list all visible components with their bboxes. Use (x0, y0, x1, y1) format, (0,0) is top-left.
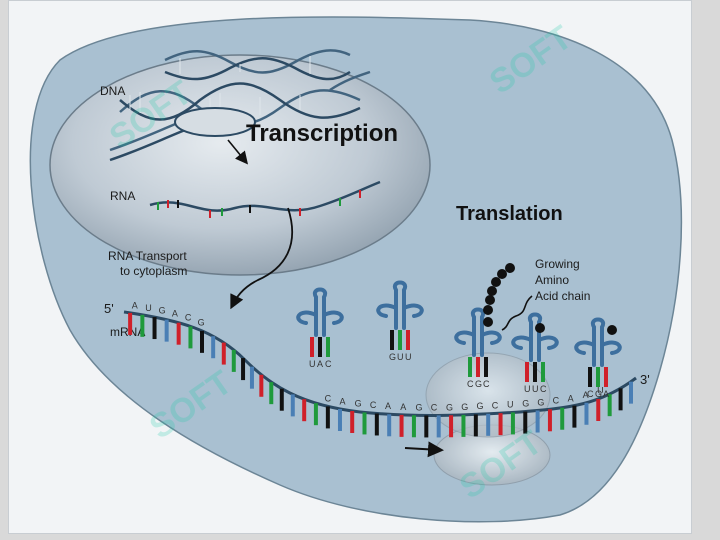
three-prime-label: 3' (640, 372, 650, 387)
mrna-base-letter: G (159, 305, 166, 315)
trna-anticodon-letter: G (389, 352, 396, 362)
mrna-base-letter: G (446, 402, 453, 412)
trna-anticodon-letter: U (397, 352, 404, 362)
transcription-label: Transcription (246, 120, 398, 147)
unzipped-dna-bubble (174, 107, 256, 137)
mrna-base-letter: A (583, 390, 589, 400)
trna-anticodon-letter: G (595, 389, 602, 399)
trna-cloverleaf (454, 307, 502, 357)
mrna-base-letter: G (461, 402, 468, 412)
trna-anticodon-letter: U (524, 384, 531, 394)
trna-anticodon-letter: U (405, 352, 412, 362)
trna-anticodon-letter: C (325, 359, 332, 369)
mrna-base-letter: C (185, 313, 192, 323)
mrna-base-letter: A (340, 396, 346, 406)
mrna-base-letter: A (385, 401, 391, 411)
translation-label: Translation (456, 203, 563, 225)
amino-acid-chain (483, 263, 617, 335)
dna-label: DNA (100, 84, 125, 98)
rna-strand (149, 180, 381, 212)
ribosome-direction-arrow (404, 441, 444, 458)
nucleus (49, 54, 431, 276)
mrna-base-letter: C (370, 400, 377, 410)
growing-label-2: Amino (535, 273, 569, 287)
trna-anticodon-letter: C (587, 389, 594, 399)
mrna-base-letter: C (492, 400, 499, 410)
mrna-base-letter: U (507, 400, 514, 410)
rna-bases (157, 190, 361, 218)
trna-anticodon-letter: A (317, 359, 323, 369)
trna-anticodon-letter: G (475, 379, 482, 389)
mrna-bases (128, 312, 633, 438)
mrna-base-letter: G (537, 397, 544, 407)
mrna-base-letter: A (400, 402, 406, 412)
growing-label-1: Growing (535, 257, 580, 271)
trna-cloverleaf (376, 280, 424, 330)
mrna-base-letter: G (416, 402, 423, 412)
trna-anticodon-letter: U (309, 359, 316, 369)
mrna-base-letter: A (132, 301, 138, 311)
mrna-base-letter: A (568, 393, 574, 403)
trna-anticodon-letter: U (532, 384, 539, 394)
mrna-label: mRNA (110, 325, 145, 339)
mrna-base-letter: C (431, 402, 438, 412)
trna-anticodon-letter: C (483, 379, 490, 389)
mrna-base-letter: A (172, 309, 178, 319)
dna-helix (109, 49, 371, 162)
mrna-base-letter: G (477, 401, 484, 411)
mrna-backbone (123, 310, 637, 417)
mrna-base-letter: G (355, 399, 362, 409)
transcription-arrow (227, 139, 249, 165)
trna-cloverleaf (511, 312, 559, 362)
trna-anticodon-letter: C (540, 384, 547, 394)
rna-transport-label-1: RNA Transport (108, 249, 187, 263)
mrna-base-letter: C (325, 393, 332, 403)
chain-pointer (501, 295, 533, 331)
mrna-base-letter: C (553, 396, 560, 406)
mrna-base-letter: U (145, 303, 152, 313)
rna-label: RNA (110, 189, 135, 203)
trna-cloverleaf (574, 317, 622, 367)
trna-anticodon-letter: A (603, 389, 609, 399)
mrna-base-letter: U (597, 385, 604, 395)
trna-cloverleaf (296, 287, 344, 337)
transport-arrow (230, 207, 293, 310)
dna-rungs (129, 56, 311, 117)
five-prime-label: 5' (104, 301, 114, 316)
mrna-base-letter: G (522, 399, 529, 409)
growing-label-3: Acid chain (535, 289, 590, 303)
rna-transport-label-2: to cytoplasm (120, 264, 187, 278)
trna-anticodon-letter: C (467, 379, 474, 389)
mrna-base-letter: G (198, 317, 205, 327)
